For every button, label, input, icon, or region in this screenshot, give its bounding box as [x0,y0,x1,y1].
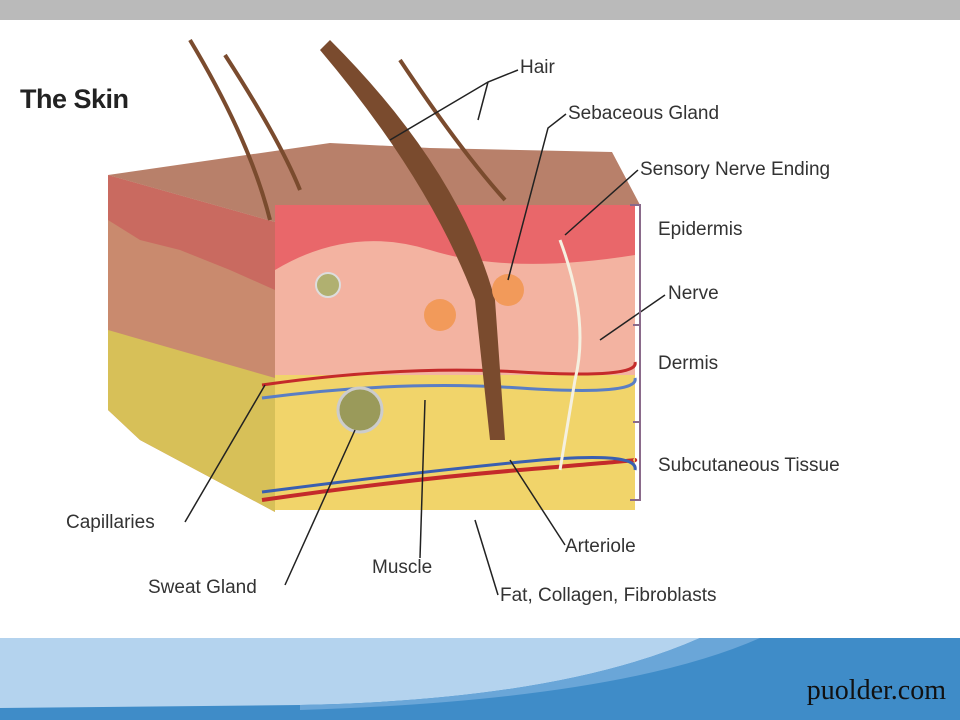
label-hair: Hair [520,57,555,78]
vein-blue [261,456,637,494]
hair-strand [188,38,272,221]
hair-strand [223,53,302,191]
footer-band [0,638,960,720]
label-arteriole: Arteriole [565,536,636,557]
label-sweat-gland: Sweat Gland [148,577,257,598]
subcutaneous-layer [275,375,635,510]
label-muscle: Muscle [372,557,433,578]
skin-left-subcutaneous [108,330,275,512]
sweat-gland [336,386,384,434]
leader-lines [184,69,666,596]
sweat-duct-coil [315,272,341,298]
label-dermis: Dermis [658,353,719,374]
nerve [558,239,582,471]
sebaceous-gland [424,299,456,331]
skin-left-epidermis [108,175,275,290]
label-fat-collagen-fibroblasts: Fat, Collagen, Fibroblasts [500,585,717,606]
label-epidermis: Epidermis [658,219,743,240]
top-bar [0,0,960,20]
hair-shaft [320,40,505,440]
label-subcutaneous-tissue: Subcutaneous Tissue [658,455,840,476]
label-capillaries: Capillaries [66,512,155,533]
arteriole-red [261,458,638,502]
skin-top-surface [108,143,640,222]
hair-strand [398,58,507,202]
layer-bracket [630,204,641,501]
slide-title: The Skin [20,84,129,114]
label-nerve: Nerve [668,283,719,304]
sebaceous-gland [492,274,524,306]
label-sebaceous-gland: Sebaceous Gland [568,103,720,124]
label-sensory-nerve-ending: Sensory Nerve Ending [640,159,831,180]
footer-site-name: puolder.com [806,675,946,706]
